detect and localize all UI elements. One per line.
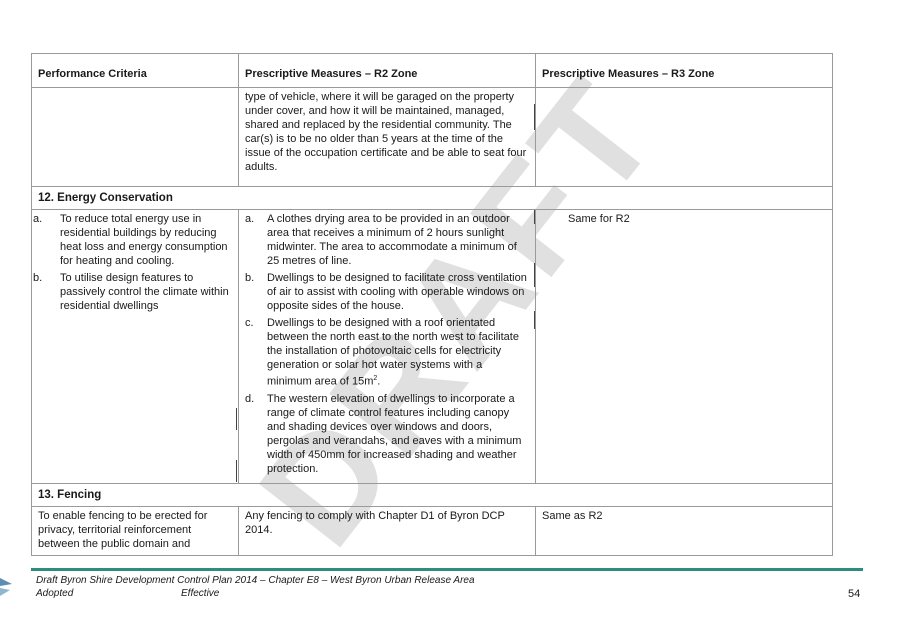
section-header-row: 12. Energy Conservation xyxy=(31,186,833,210)
continued-text: type of vehicle, where it will be garage… xyxy=(238,87,536,187)
fencing-r3-cell: Same as R2 xyxy=(535,505,833,556)
table-header-row: Performance Criteria Prescriptive Measur… xyxy=(31,53,833,88)
list-item: d.The western elevation of dwellings to … xyxy=(245,392,522,475)
change-bar xyxy=(534,263,535,287)
energy-r2-cell: a.A clothes drying area to be provided i… xyxy=(238,209,536,484)
section-title-energy: 12. Energy Conservation xyxy=(31,186,833,210)
change-bar xyxy=(236,408,237,430)
empty-r3-cell xyxy=(535,87,833,187)
energy-r3-cell: Same for R2 xyxy=(535,209,833,484)
list-item: a.To reduce total energy use in resident… xyxy=(33,213,228,267)
energy-criteria-cell: a.To reduce total energy use in resident… xyxy=(31,209,239,484)
list-item: b.Dwellings to be designed to facilitate… xyxy=(245,272,527,312)
council-logo-icon xyxy=(0,578,12,596)
change-bar xyxy=(236,460,237,482)
change-bar xyxy=(534,210,535,224)
footer-adopted: Adopted xyxy=(36,588,74,599)
header-performance-criteria: Performance Criteria xyxy=(31,53,239,88)
fencing-r2-cell: Any fencing to comply with Chapter D1 of… xyxy=(238,505,536,556)
fencing-criteria-cell: To enable fencing to be erected for priv… xyxy=(31,505,239,556)
footer-title: Draft Byron Shire Development Control Pl… xyxy=(36,575,475,586)
footer-effective: Effective xyxy=(181,588,220,599)
section-header-row: 13. Fencing xyxy=(31,482,833,507)
energy-r3-text: Same for R2 xyxy=(568,213,630,225)
change-bar xyxy=(534,311,535,329)
table-row: type of vehicle, where it will be garage… xyxy=(31,87,833,187)
section-title-fencing: 13. Fencing xyxy=(31,482,833,507)
criteria-table: Performance Criteria Prescriptive Measur… xyxy=(31,53,833,556)
list-item: a.A clothes drying area to be provided i… xyxy=(245,213,517,267)
header-r3-zone: Prescriptive Measures – R3 Zone xyxy=(535,53,833,88)
footer-rule xyxy=(31,568,863,571)
footer: Draft Byron Shire Development Control Pl… xyxy=(36,574,475,600)
footer-status: Adopted Effective xyxy=(36,587,475,600)
table-row: a.To reduce total energy use in resident… xyxy=(31,209,833,484)
page-number: 54 xyxy=(848,588,861,600)
table-row: To enable fencing to be erected for priv… xyxy=(31,505,833,556)
list-item: b.To utilise design features to passivel… xyxy=(33,272,229,312)
empty-criteria-cell xyxy=(31,87,239,187)
header-r2-zone: Prescriptive Measures – R2 Zone xyxy=(238,53,536,88)
list-item: c.Dwellings to be designed with a roof o… xyxy=(245,317,519,388)
change-bar xyxy=(534,104,535,130)
